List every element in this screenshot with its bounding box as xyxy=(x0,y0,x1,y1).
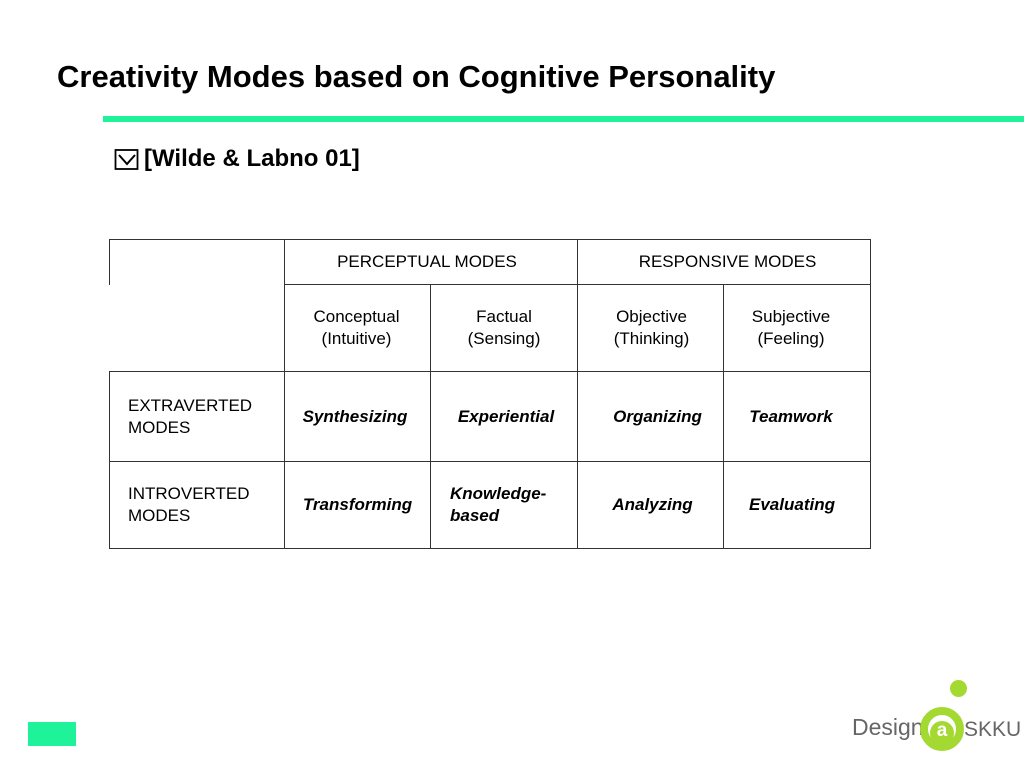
table-line-row xyxy=(109,461,871,462)
table-line-col1 xyxy=(284,239,285,549)
logo-ring xyxy=(920,707,964,751)
cell-analyzing: Analyzing xyxy=(612,495,693,514)
logo-text-design: Design xyxy=(852,714,924,740)
logo-text-skku: SKKU xyxy=(964,718,1022,741)
slide-title: Creativity Modes based on Cognitive Pers… xyxy=(57,59,776,94)
cell-teamwork: Teamwork xyxy=(749,407,833,426)
logo-inner-dot xyxy=(930,721,954,745)
bullet-text: [Wilde & Labno 01] xyxy=(144,145,360,172)
table-line-col3 xyxy=(577,239,578,549)
cell-transforming: Transforming xyxy=(302,495,413,514)
table-line-col2 xyxy=(430,284,431,549)
logo-small-dot xyxy=(950,680,967,697)
cell-experiential: Experiential xyxy=(457,407,555,426)
row-label-introverted: INTROVERTED MODES xyxy=(128,484,250,525)
cell-organizing: Organizing xyxy=(613,407,702,426)
subheader-factual: Factual (Sensing) xyxy=(467,307,541,348)
table-line-header xyxy=(109,371,871,372)
group-header-responsive: RESPONSIVE MODES xyxy=(638,252,817,271)
table-border-left xyxy=(109,371,110,549)
subheader-objective: Objective (Thinking) xyxy=(613,307,690,348)
subheader-conceptual: Conceptual (Intuitive) xyxy=(313,307,400,348)
bullet-item: [Wilde & Labno 01] xyxy=(114,145,360,173)
group-header-perceptual: PERCEPTUAL MODES xyxy=(337,252,517,271)
table-border-bottom xyxy=(109,548,871,549)
row-label-extraverted: EXTRAVERTED MODES xyxy=(128,396,253,437)
checkbox-icon xyxy=(114,149,139,170)
subheader-subjective: Subjective (Feeling) xyxy=(751,307,831,348)
table-border-left-top xyxy=(109,239,110,285)
table-line-col4 xyxy=(723,284,724,549)
title-underline xyxy=(103,116,1024,122)
design-a-skku-logo: Design a SKKU xyxy=(850,678,1022,758)
cell-evaluating: Evaluating xyxy=(749,495,835,514)
logo-text-a: a xyxy=(936,720,948,741)
corner-accent-block xyxy=(28,722,76,746)
table-line-group-header xyxy=(284,284,871,285)
cell-knowledge-based: Knowledge- based xyxy=(450,484,547,525)
table-border-right xyxy=(870,239,871,549)
cell-synthesizing: Synthesizing xyxy=(302,407,408,426)
table-border-top xyxy=(109,239,871,240)
